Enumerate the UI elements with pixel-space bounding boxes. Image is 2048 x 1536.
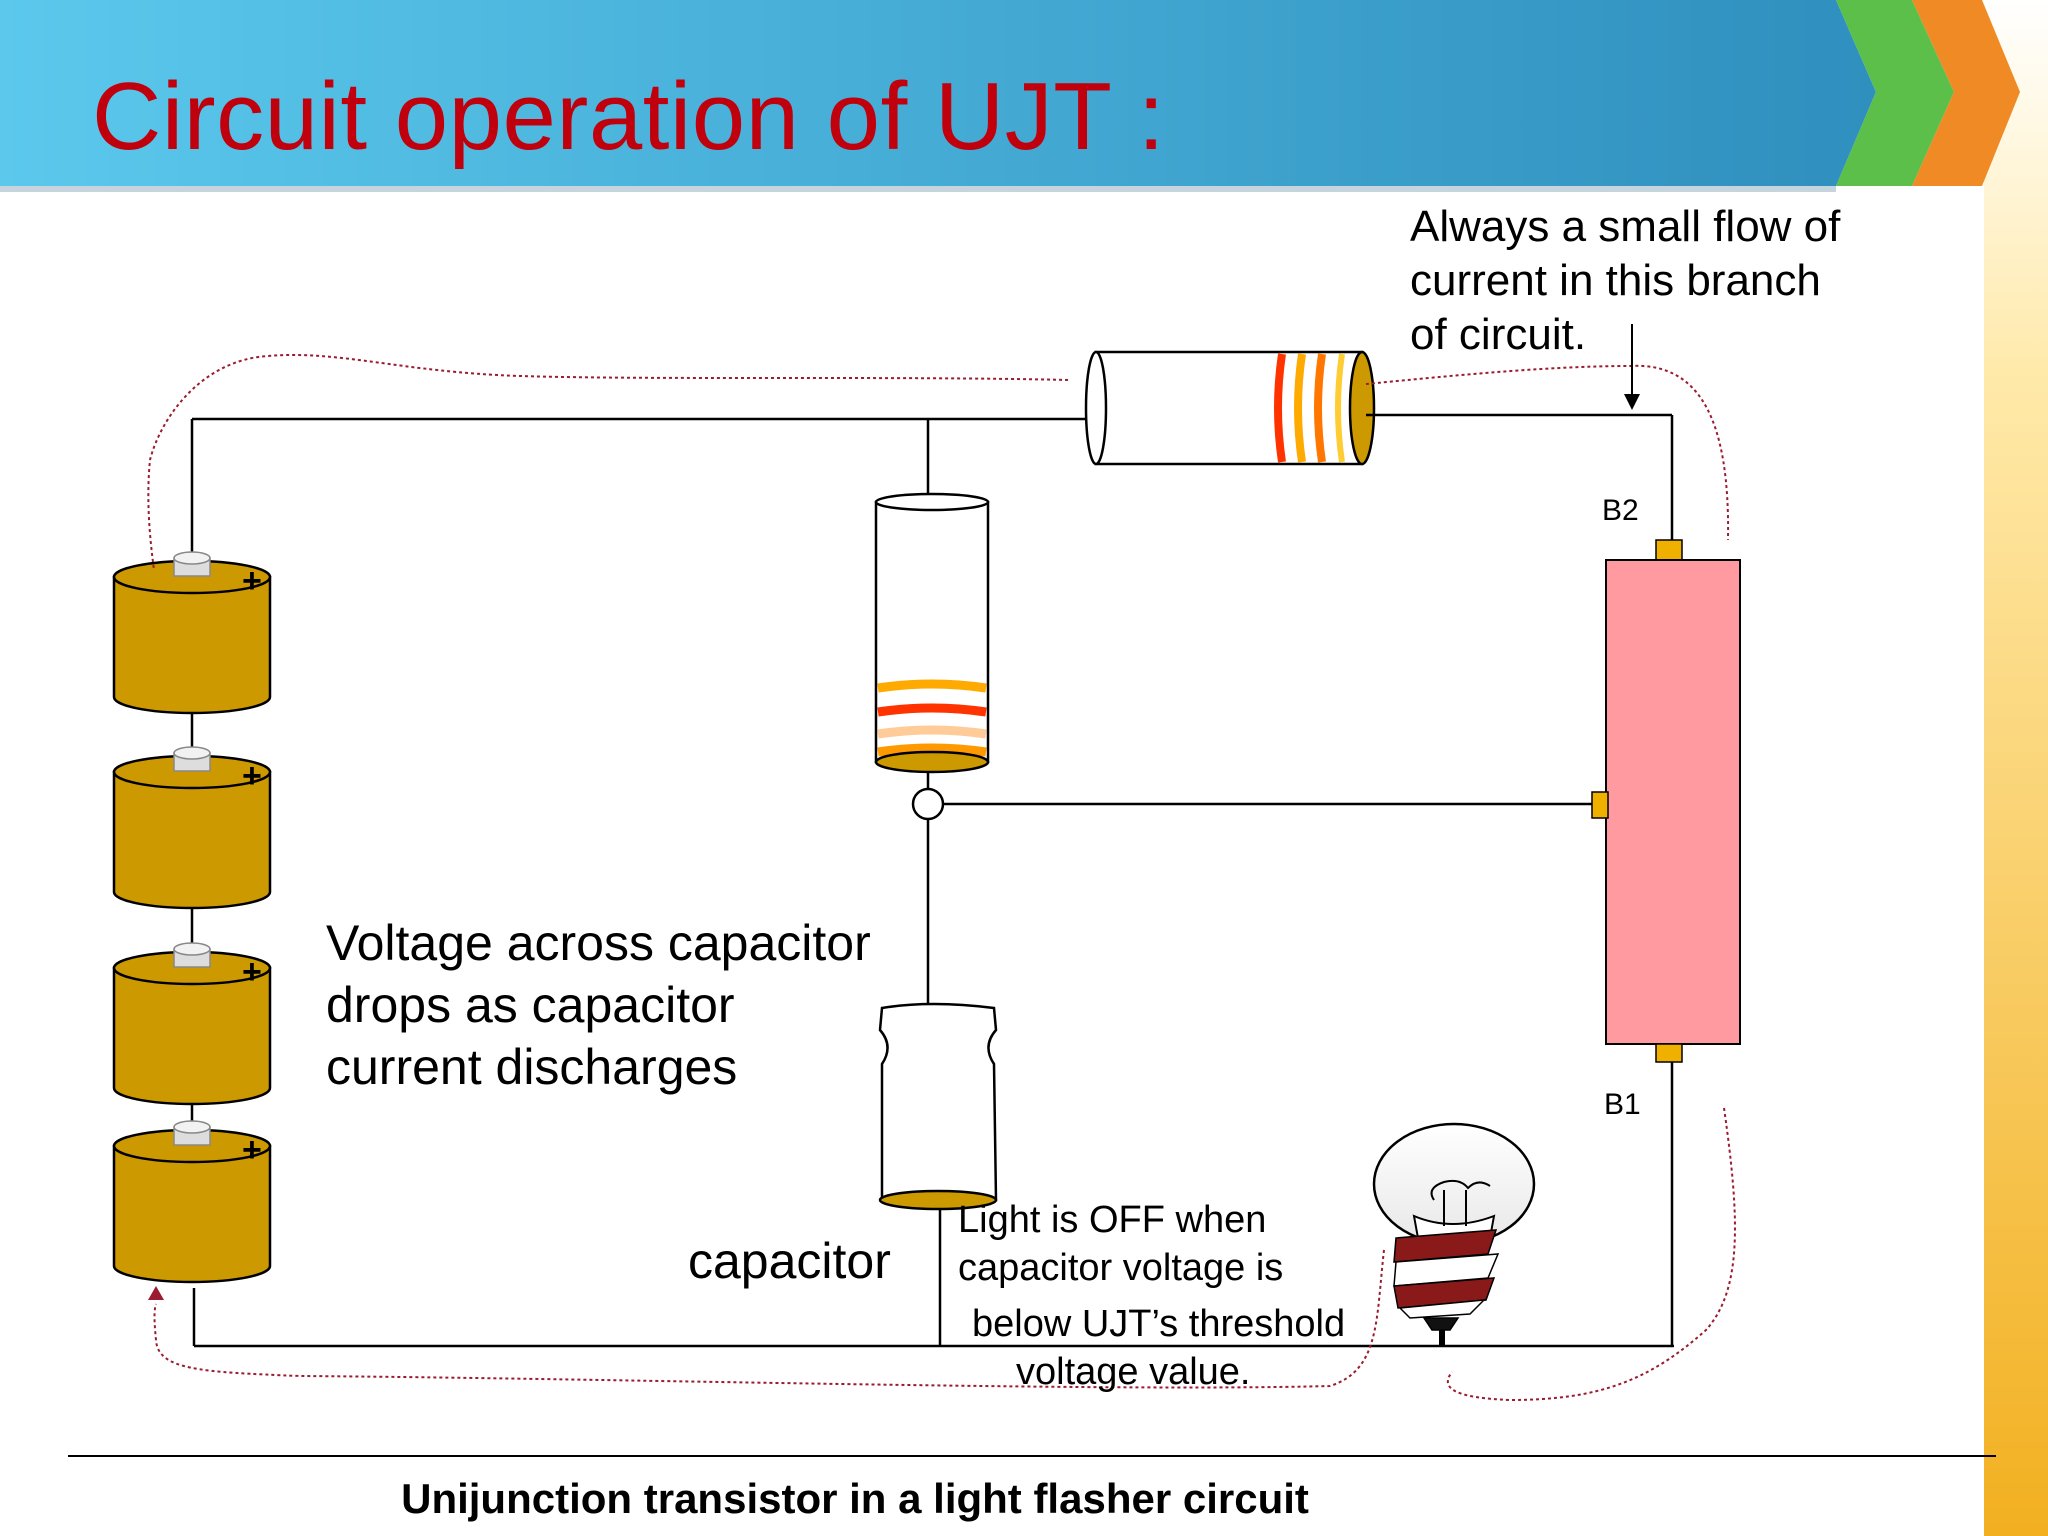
ujt-b1-label: B1 [1604, 1088, 1641, 1121]
resistor-band [877, 743, 987, 757]
header-band [0, 0, 2020, 192]
battery-cell-icon: + [112, 942, 272, 1106]
note-line: Light is OFF when [958, 1199, 1267, 1241]
note-line: current discharges [326, 1039, 738, 1095]
arrow-up-icon [148, 1286, 164, 1300]
voltage-drop-note: Voltage across capacitor drops as capaci… [326, 912, 871, 1098]
battery-plus-sign: + [242, 1131, 262, 1169]
note-line: capacitor voltage is [958, 1247, 1284, 1289]
ujt-body [1605, 559, 1741, 1045]
battery-stack: + + + + [112, 551, 272, 1284]
ujt-icon [1591, 539, 1741, 1063]
note-line: current in this branch [1410, 256, 1821, 305]
resistor-vertical [874, 492, 990, 774]
circuit-wires [190, 413, 1674, 1348]
resistor-band [1294, 353, 1306, 463]
right-decor-stripe [1984, 0, 2048, 1536]
resistor-band [1314, 353, 1326, 463]
battery-plus-sign: + [242, 953, 262, 991]
ujt-b1-terminal [1655, 1043, 1683, 1063]
battery-cell-icon: + [112, 1120, 272, 1284]
battery-plus-sign: + [242, 757, 262, 795]
battery-cell-icon: + [112, 746, 272, 910]
current-path [153, 1249, 1385, 1389]
ujt-b2-label: B2 [1602, 494, 1639, 527]
resistor-band [877, 679, 987, 693]
resistor-band [1274, 353, 1286, 463]
capacitor-icon [878, 1002, 998, 1211]
light-off-note: Light is OFF when capacitor voltage is b… [958, 1196, 1345, 1396]
note-line: below UJT’s threshold [972, 1303, 1346, 1345]
resistor-band [1335, 353, 1345, 463]
note-line: of circuit. [1410, 310, 1587, 359]
current-path [147, 353, 1069, 571]
ujt-b2-terminal [1655, 539, 1683, 561]
slide-title: Circuit operation of UJT : [92, 63, 1165, 170]
battery-cell-icon: + [112, 551, 272, 715]
note-line: voltage value. [1016, 1351, 1251, 1393]
note-line: Always a small flow of [1410, 202, 1841, 251]
header-arrow-green [1836, 0, 1954, 186]
current-path [1365, 364, 1730, 541]
resistor-band [877, 725, 987, 739]
note-line: Voltage across capacitor [326, 915, 871, 971]
resistor-top [1084, 350, 1376, 466]
junction-node [911, 787, 945, 821]
note-line: drops as capacitor [326, 977, 735, 1033]
ujt-emitter-terminal [1591, 791, 1609, 819]
battery-plus-sign: + [242, 562, 262, 600]
light-bulb-icon [1372, 1122, 1536, 1346]
slide-caption: Unijunction transistor in a light flashe… [401, 1475, 1309, 1522]
resistor-band [877, 703, 987, 717]
current-flow-note: Always a small flow of current in this b… [1410, 200, 1840, 362]
header-arrow-orange [1912, 0, 2020, 186]
arrow-down-icon [1624, 394, 1640, 410]
current-path [1446, 1107, 1736, 1402]
capacitor-label: capacitor [688, 1233, 891, 1289]
